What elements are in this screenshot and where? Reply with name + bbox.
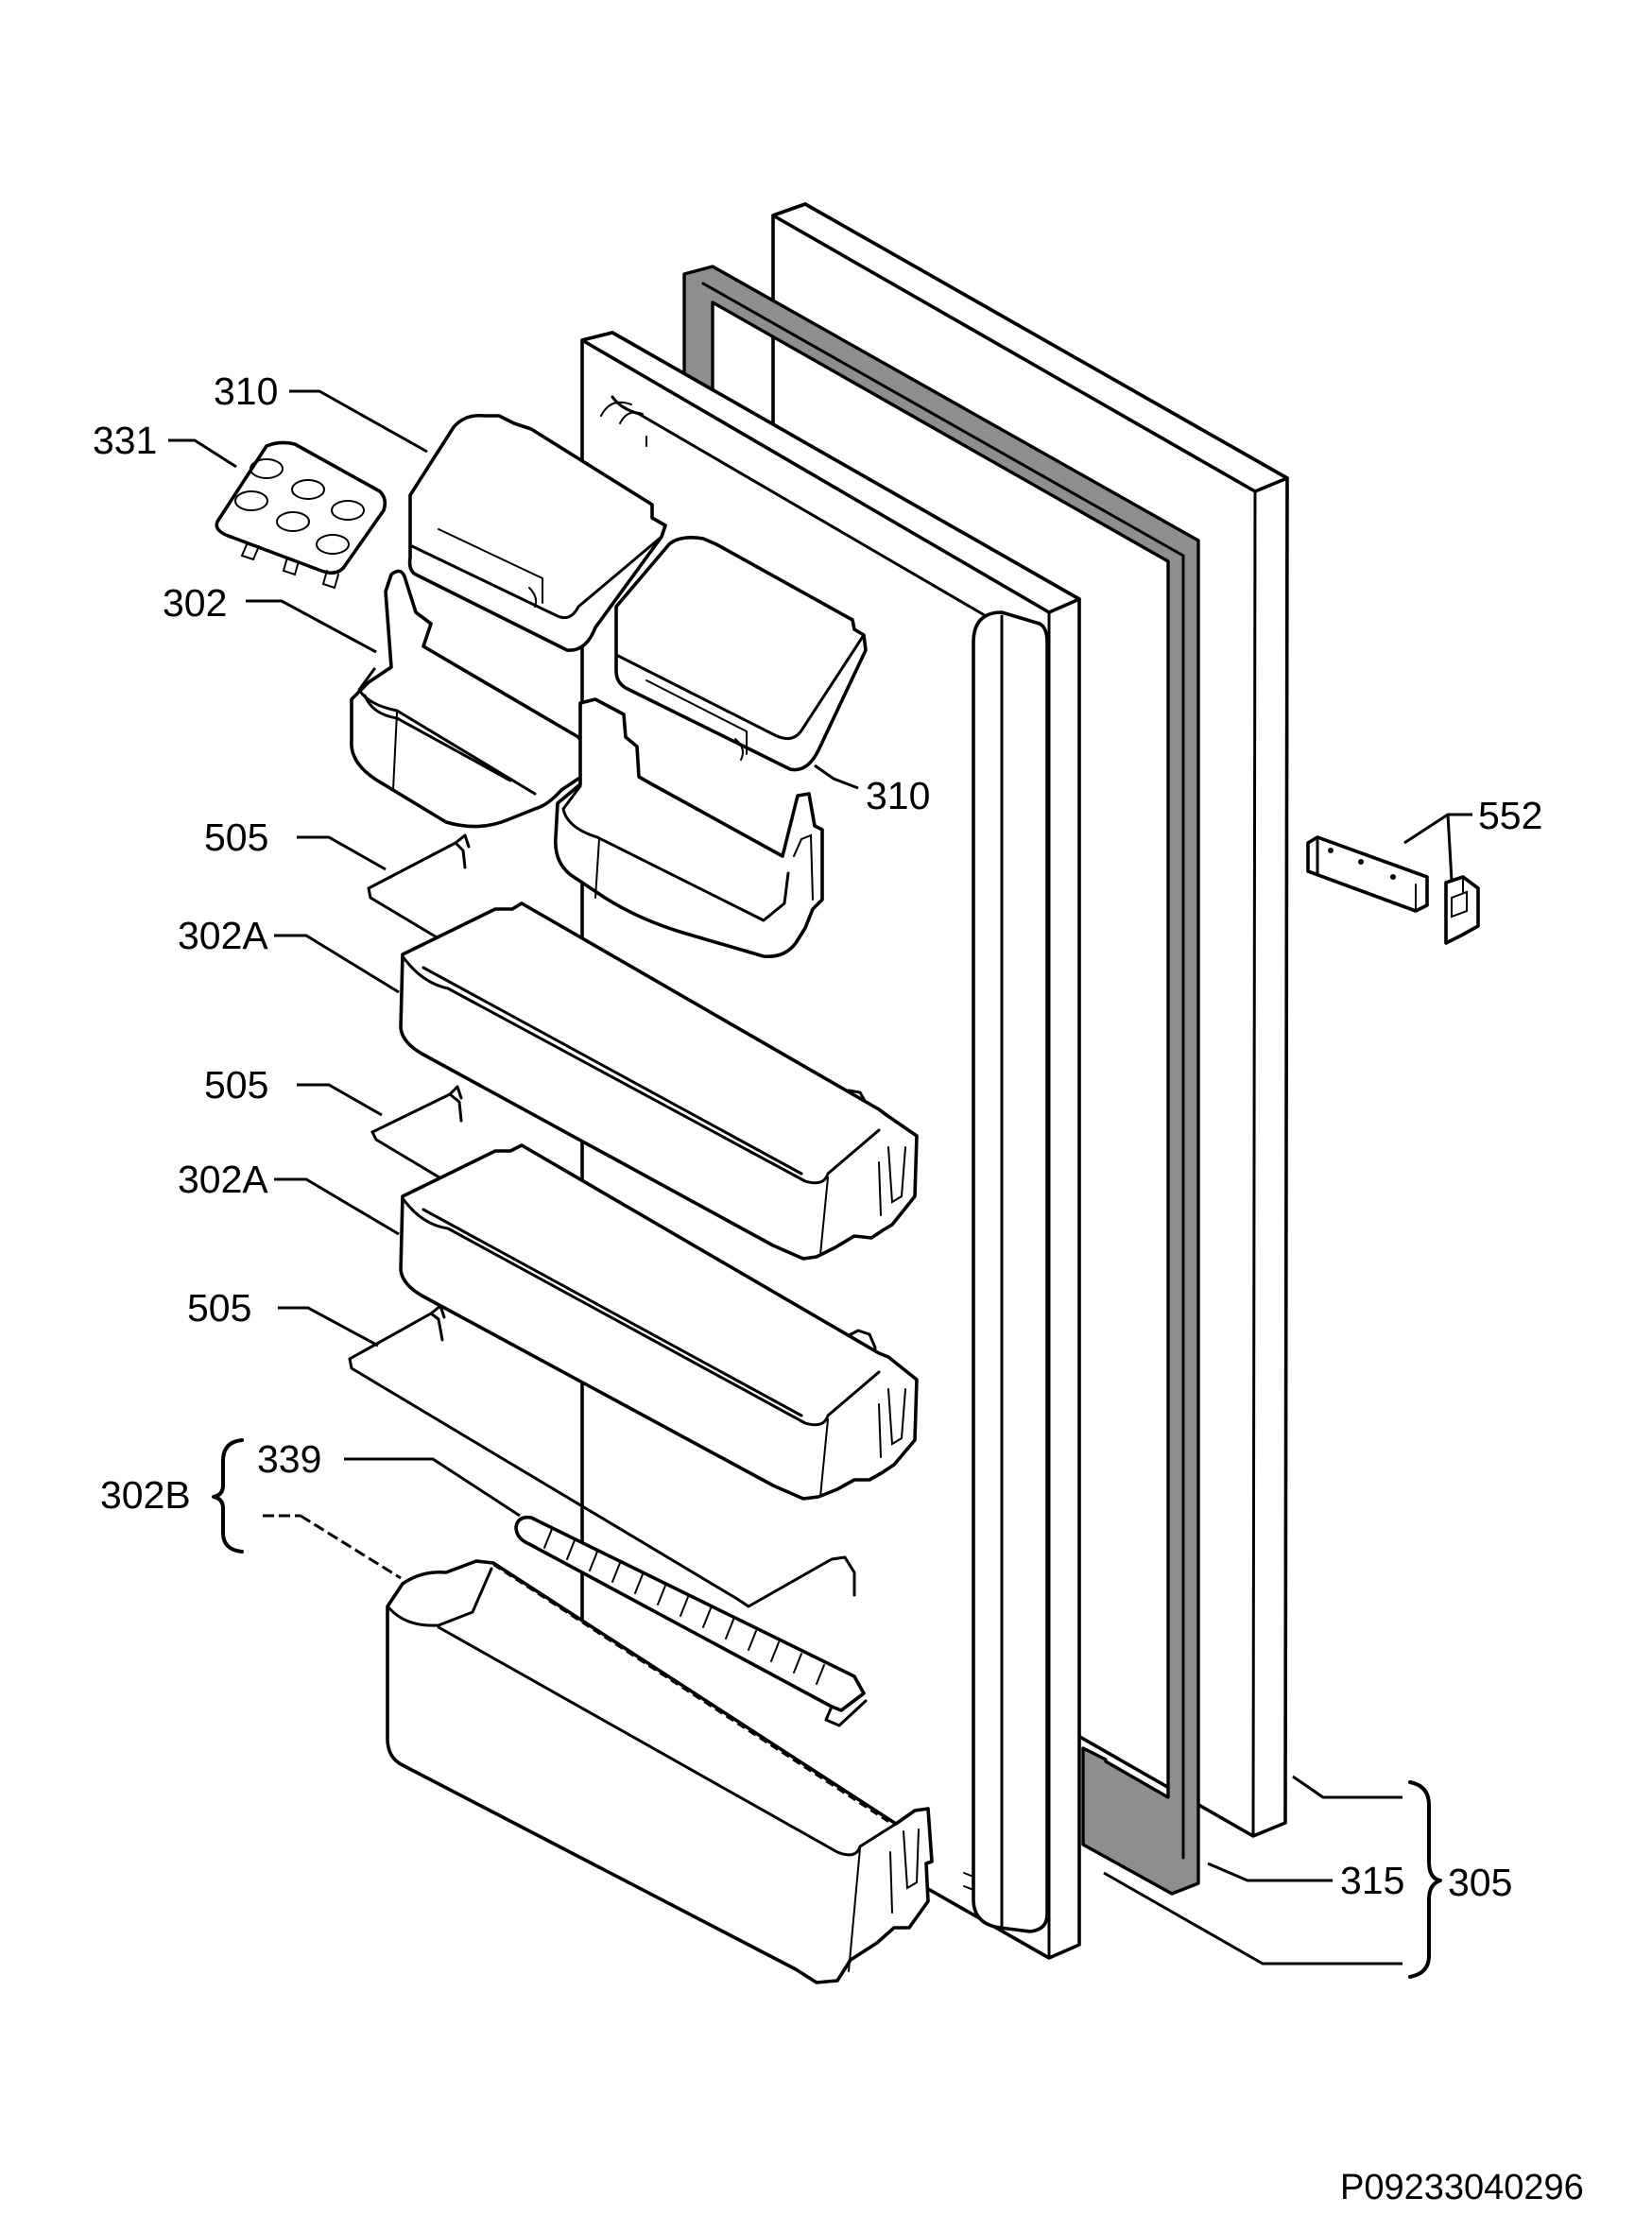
leader-lines [168, 389, 1472, 1966]
egg-tray [215, 440, 387, 590]
label-part-505-lower: 505 [187, 1286, 252, 1330]
bottle-bin-bottom [386, 1559, 934, 1984]
dairy-compartment-left [407, 413, 667, 652]
brace-302b [212, 1438, 244, 1554]
dairy-compartment-right [614, 536, 868, 772]
label-part-339: 339 [257, 1437, 322, 1481]
label-part-505-middle: 505 [204, 1063, 269, 1107]
door-bin-lower [399, 1143, 919, 1501]
label-part-302a-top: 302A [178, 914, 268, 957]
door-shelf-right [554, 697, 824, 959]
label-part-315: 315 [1340, 1859, 1405, 1902]
label-part-331: 331 [93, 419, 158, 462]
document-id: P09233040296 [1340, 2168, 1584, 2207]
label-part-302a-bottom: 302A [178, 1158, 268, 1201]
door-bin-middle [399, 901, 919, 1261]
label-part-310-top: 310 [214, 369, 279, 413]
bottle-divider [514, 1515, 868, 1727]
label-part-310-right: 310 [866, 774, 931, 817]
label-part-552: 552 [1478, 794, 1543, 837]
brace-305 [1408, 1780, 1442, 1979]
door-shelf-left [350, 569, 594, 829]
label-part-302: 302 [163, 581, 228, 625]
label-part-505-top: 505 [204, 816, 269, 859]
label-part-302b: 302B [100, 1473, 191, 1517]
shelf-rail-lower [348, 1304, 856, 1608]
hinge-cover [1306, 835, 1429, 913]
hinge-bracket [1444, 875, 1480, 945]
label-part-305: 305 [1448, 1861, 1513, 1904]
